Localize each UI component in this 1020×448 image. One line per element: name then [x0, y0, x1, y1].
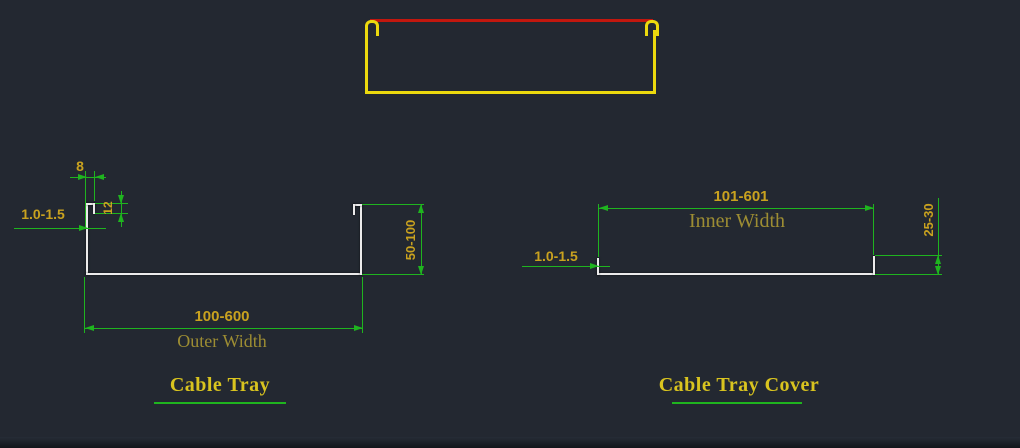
dim-height-line: [421, 204, 422, 275]
dim-ch-ext-top: [875, 255, 942, 256]
cover-bottom-web: [597, 273, 875, 275]
dim-ch-arrow-top: [935, 255, 941, 264]
dim-iw-arrow-left: [599, 205, 608, 211]
dim-width-ext-right: [362, 277, 363, 333]
tray-right-lip-top: [353, 204, 362, 206]
dim-height-arrow-top: [418, 204, 424, 213]
dim8-line: [70, 177, 106, 178]
tray-right-wall: [653, 30, 656, 93]
cover-thickness-leader: [522, 266, 610, 267]
cover-title-underline: [672, 402, 802, 404]
dim-iw-line: [598, 208, 874, 209]
cover-width-label: Inner Width: [688, 210, 786, 232]
dim-tray-thickness: 1.0-1.5: [21, 206, 65, 222]
dim-cover-width: 101-601: [713, 188, 769, 205]
dim-ch-ext-bottom: [875, 274, 942, 275]
tray-title-underline: [154, 402, 286, 404]
tray-left-wall: [365, 30, 368, 93]
tray-width-label: Outer Width: [177, 331, 267, 351]
dim12-line: [121, 191, 122, 227]
dim12-ext-top: [95, 203, 128, 204]
tray-bottom-web: [86, 273, 362, 275]
tray-left-lip-top: [86, 203, 95, 205]
dim-ch-arrow-bottom: [935, 266, 941, 275]
tray-right-lip-return: [353, 204, 355, 215]
dim-width-arrow-left: [85, 325, 94, 331]
dim-width-line: [84, 328, 363, 329]
tray-left-lip-hook: [365, 20, 379, 36]
cover-thickness-arrow: [590, 263, 599, 269]
dim8-ext-right: [94, 171, 95, 201]
dim-cover-height: 25-30: [920, 203, 936, 237]
tray-thickness-arrow: [79, 225, 88, 231]
dim-tray-height: 50-100: [402, 219, 418, 261]
dim8-arrow-left: [78, 174, 87, 180]
cover-right-wall: [873, 256, 875, 275]
tray-left-lip-return: [93, 203, 95, 214]
dim-ch-line: [938, 198, 939, 275]
tray-right-lip-hook: [645, 20, 659, 36]
tray-bottom-web: [365, 91, 656, 94]
dim-width-arrow-right: [354, 325, 363, 331]
dim-tray-width: 100-600: [194, 308, 250, 325]
dim-height-ext-top: [362, 204, 424, 205]
dim-height-ext-bottom: [362, 274, 424, 275]
dim12-ext-bottom: [95, 213, 128, 214]
bottom-edge-strip: [0, 437, 1020, 448]
dim12-arrow-bottom: [118, 213, 124, 222]
dim8-arrow-right: [95, 174, 104, 180]
dim-height-arrow-bottom: [418, 266, 424, 275]
dim-cover-thickness: 1.0-1.5: [534, 248, 578, 264]
tray-thickness-leader: [14, 228, 106, 229]
tray-left-wall: [86, 203, 88, 275]
dim-width-ext-left: [84, 277, 85, 333]
cover-title: Cable Tray Cover: [658, 374, 820, 396]
dim-iw-ext-left: [598, 204, 599, 257]
dim12-arrow-top: [118, 195, 124, 204]
dim-iw-arrow-right: [865, 205, 874, 211]
dim-iw-ext-right: [873, 204, 874, 255]
tray-title: Cable Tray: [169, 374, 271, 396]
dim8-ext-left: [85, 171, 86, 229]
dim-lip-width: 8: [76, 158, 84, 174]
cover-profile-line: [370, 19, 653, 22]
dim-lip-depth: 12: [101, 201, 115, 215]
tray-right-wall: [360, 204, 362, 275]
